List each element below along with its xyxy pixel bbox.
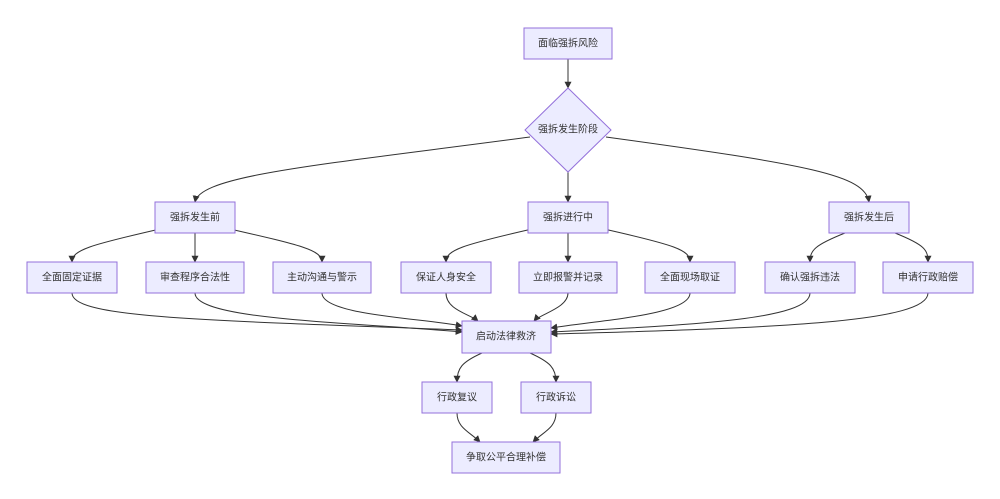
node-remedy-label: 启动法律救济: [476, 330, 536, 343]
edges: [68, 59, 932, 443]
edge-during2-remedy: [533, 292, 569, 322]
node-during-1: 保证人身安全: [400, 261, 492, 294]
node-after: 强拆发生后: [828, 201, 910, 234]
edge-before3-remedy: [321, 292, 463, 329]
node-start: 面临强拆风险: [523, 27, 613, 60]
node-during-label: 强拆进行中: [543, 211, 593, 224]
edge-remedy-lawsuit: [529, 352, 560, 383]
node-compensation-label: 争取公平合理补偿: [466, 451, 546, 464]
node-during-3: 全面现场取证: [644, 261, 736, 294]
edge-before-before3: [229, 228, 326, 263]
edge-before2-remedy: [194, 292, 463, 335]
edge-stage-after: [605, 136, 872, 203]
edge-during-during3: [603, 228, 694, 263]
node-after-label: 强拆发生后: [844, 211, 894, 224]
edge-during1-remedy: [445, 292, 479, 322]
node-remedy: 启动法律救济: [461, 320, 552, 354]
edge-stage-before: [192, 136, 531, 203]
edge-after-after2: [894, 232, 932, 263]
edge-before1-remedy: [71, 292, 463, 334]
node-before-2-label: 审查程序合法性: [160, 271, 230, 284]
node-during-2: 立即报警并记录: [518, 261, 618, 294]
node-compensation: 争取公平合理补偿: [451, 441, 561, 474]
node-before-1-label: 全面固定证据: [42, 271, 102, 284]
node-lawsuit-label: 行政诉讼: [536, 391, 576, 404]
edge-after-after1: [806, 232, 846, 263]
node-during-3-label: 全面现场取证: [660, 271, 720, 284]
edge-during3-remedy: [550, 292, 691, 331]
edge-lawsuit-compensation: [532, 412, 557, 443]
edge-after2-remedy: [550, 292, 929, 338]
edge-before-before1: [68, 228, 161, 263]
node-start-label: 面临强拆风险: [538, 37, 598, 50]
node-stage-label: 强拆发生阶段: [538, 123, 598, 136]
node-before-3: 主动沟通与警示: [272, 261, 372, 294]
node-before: 强拆发生前: [154, 201, 236, 234]
node-after-2: 申请行政赔偿: [882, 261, 974, 294]
node-during-1-label: 保证人身安全: [416, 271, 476, 284]
node-review-label: 行政复议: [437, 391, 477, 404]
node-after-2-label: 申请行政赔偿: [898, 271, 958, 284]
edge-remedy-review: [453, 352, 483, 383]
edge-after1-remedy: [550, 292, 811, 336]
node-before-3-label: 主动沟通与警示: [287, 271, 357, 284]
node-during-2-label: 立即报警并记录: [533, 271, 603, 284]
node-lawsuit: 行政诉讼: [520, 381, 592, 414]
node-stage-decision: 强拆发生阶段: [524, 87, 612, 173]
edge-during-during1: [442, 228, 533, 263]
node-review: 行政复议: [421, 381, 493, 414]
node-before-label: 强拆发生前: [170, 211, 220, 224]
node-before-2: 审查程序合法性: [145, 261, 245, 294]
node-during: 强拆进行中: [527, 201, 609, 234]
node-after-1: 确认强拆违法: [764, 261, 856, 294]
node-before-1: 全面固定证据: [26, 261, 118, 294]
edge-review-compensation: [456, 412, 481, 443]
node-after-1-label: 确认强拆违法: [780, 271, 840, 284]
